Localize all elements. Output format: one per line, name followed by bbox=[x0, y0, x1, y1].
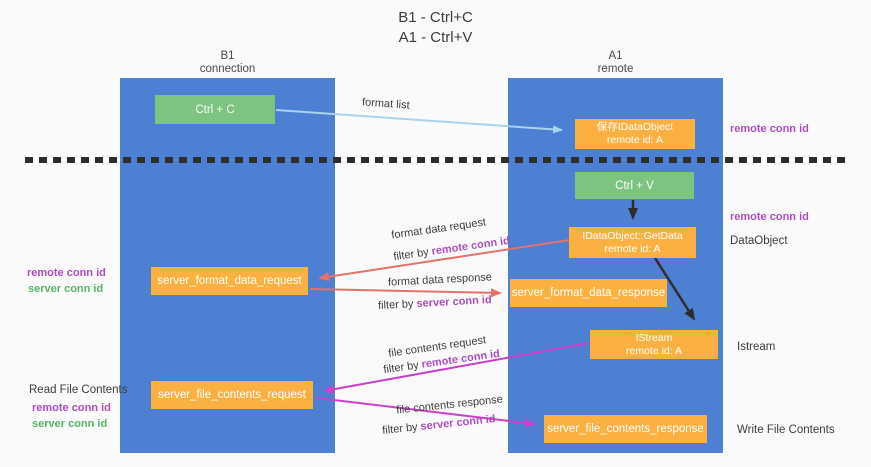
format-data-response-arrow bbox=[309, 288, 502, 298]
server-conn-id-text: server conn id bbox=[416, 294, 492, 310]
save-idataobject-box: 保存IDataObject remote id: A bbox=[575, 119, 695, 149]
read-file-contents-annotation: Read File Contents bbox=[29, 384, 128, 396]
istream-box: IStream remote id: A bbox=[590, 330, 718, 359]
server-format-data-request-label: server_format_data_request bbox=[157, 275, 302, 287]
server-file-contents-request-box: server_file_contents_request bbox=[151, 381, 313, 409]
getdata-line1: IDataObject::GetData bbox=[582, 229, 683, 242]
ctrl-c-box: Ctrl + C bbox=[155, 95, 275, 124]
server-conn-id-text: server conn id bbox=[419, 413, 497, 433]
remote-conn-id-annotation-left-lower: remote conn id bbox=[32, 402, 111, 414]
format-data-response-label: format data response bbox=[387, 271, 493, 289]
ctrl-v-box: Ctrl + V bbox=[575, 172, 694, 199]
remote-conn-id-annotation-mid-right: remote conn id bbox=[730, 211, 809, 223]
server-conn-id-annotation-left-lower: server conn id bbox=[32, 418, 108, 430]
lane-a1-name: A1 bbox=[608, 50, 623, 62]
server-file-contents-response-label: server_file_contents_response bbox=[547, 423, 704, 435]
remote-conn-id-text: remote conn id bbox=[430, 234, 511, 258]
format-data-response-filter-label: filter by server conn id bbox=[378, 294, 492, 312]
save-idataobject-line1: 保存IDataObject bbox=[596, 121, 674, 133]
save-idataobject-line2: remote id: A bbox=[606, 134, 664, 146]
format-data-request-label: format data request bbox=[390, 216, 487, 242]
server-conn-id-annotation-left: server conn id bbox=[28, 283, 104, 295]
dataobject-annotation: DataObject bbox=[730, 235, 788, 247]
getdata-line2: remote id: A bbox=[604, 242, 661, 255]
title-line-1: B1 - Ctrl+C bbox=[398, 9, 473, 26]
ctrl-v-label: Ctrl + V bbox=[615, 179, 654, 192]
server-format-data-request-box: server_format_data_request bbox=[151, 267, 308, 295]
filter-by-text: filter by bbox=[382, 358, 423, 377]
idataobject-getdata-box: IDataObject::GetData remote id: A bbox=[569, 227, 696, 258]
file-contents-response-filter-label: filter by server conn id bbox=[382, 413, 496, 437]
filter-by-text: filter by bbox=[392, 245, 433, 264]
lane-b1-name: B1 bbox=[220, 50, 235, 62]
lane-a1-subtitle: remote bbox=[597, 63, 634, 75]
istream-line2: remote id: A bbox=[625, 344, 683, 357]
server-format-data-response-box: server_format_data_response bbox=[510, 279, 667, 307]
remote-conn-id-annotation-left: remote conn id bbox=[27, 267, 106, 279]
remote-conn-id-annotation-top-right: remote conn id bbox=[730, 123, 809, 135]
title-line-2: A1 - Ctrl+V bbox=[398, 29, 473, 46]
format-data-request-filter-label: filter by remote conn id bbox=[393, 235, 511, 263]
filter-by-text: filter by bbox=[381, 420, 422, 437]
lane-header-a1: A1 remote bbox=[508, 50, 723, 76]
filter-by-text: filter by bbox=[377, 297, 417, 312]
server-file-contents-request-label: server_file_contents_request bbox=[158, 389, 306, 401]
ctrl-c-label: Ctrl + C bbox=[195, 103, 235, 116]
write-file-contents-annotation: Write File Contents bbox=[737, 424, 835, 436]
server-file-contents-response-box: server_file_contents_response bbox=[544, 415, 707, 443]
istream-annotation: Istream bbox=[737, 341, 776, 353]
format-list-label: format list bbox=[361, 96, 411, 112]
lane-b1-subtitle: connection bbox=[199, 63, 256, 75]
lane-header-b1: B1 connection bbox=[120, 50, 335, 76]
server-format-data-response-label: server_format_data_response bbox=[511, 287, 666, 299]
diagram-title: B1 - Ctrl+C A1 - Ctrl+V bbox=[0, 8, 871, 48]
istream-line1: IStream bbox=[635, 331, 673, 344]
